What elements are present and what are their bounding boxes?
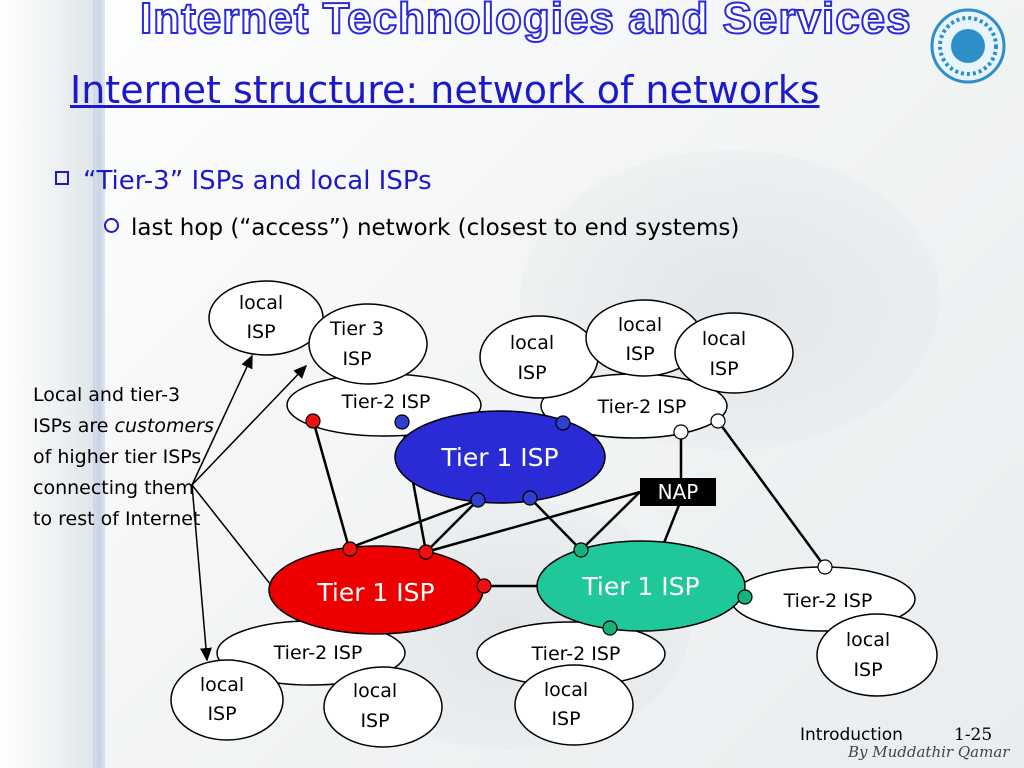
local-isp-mid-right-label-2: ISP [709, 358, 738, 380]
local-isp-right-bottom-label-2: ISP [853, 659, 882, 681]
sub-bullet-text: last hop (“access”) network (closest to … [131, 215, 740, 241]
local-isp-bottom-2-label-1: local [353, 680, 397, 702]
bullet-tier3: “Tier-3” ISPs and local ISPs [55, 166, 432, 196]
local-isp-bottom-1-label-2: ISP [207, 703, 236, 725]
square-bullet-icon [55, 170, 69, 185]
router-red-dot [305, 413, 321, 429]
local-isp-mid-center-node: local ISP [585, 299, 703, 377]
router-blue-dot [470, 492, 486, 508]
tier1-green-label: Tier 1 ISP [581, 572, 699, 601]
link [529, 497, 582, 551]
link [425, 490, 641, 554]
tier1-red-label: Tier 1 ISP [316, 578, 434, 607]
tier2-left-top-node: Tier-2 ISP [286, 373, 482, 437]
course-title: Internet Technologies and Services [139, 0, 912, 44]
router-red-dot [342, 541, 358, 557]
links [311, 419, 827, 588]
tier1-blue-label: Tier 1 ISP [440, 443, 558, 472]
router-white-dot [673, 424, 689, 440]
tier2-right-top-node: Tier-2 ISP [540, 373, 728, 439]
tier3-label-2: ISP [342, 348, 371, 370]
local-isp-bottom-2-label-2: ISP [360, 710, 389, 732]
local-isp-bottom-1-label-1: local [200, 674, 244, 696]
footer-section: Introduction [800, 725, 903, 745]
local-isp-right-bottom-label-1: local [846, 629, 890, 651]
tier1-red-node: Tier 1 ISP [268, 545, 484, 635]
note-line2: of higher tier ISPs connecting them to r… [33, 446, 202, 530]
local-isp-mid-center-label-1: local [618, 314, 662, 336]
tier2-left-bottom-label: Tier-2 ISP [273, 642, 363, 664]
note-emphasis: customers [114, 415, 214, 437]
link [311, 419, 351, 549]
nap-node: NAP [640, 478, 716, 506]
link [580, 491, 641, 551]
router-blue-dot [522, 490, 538, 506]
tier2-right-bottom-label: Tier-2 ISP [783, 590, 873, 612]
local-isp-mid-right-label-1: local [702, 328, 746, 350]
university-logo [930, 8, 1006, 84]
local-isp-bottom-3-label-1: local [544, 679, 588, 701]
router-green-dot [602, 620, 618, 636]
local-isp-top-node: local ISP [208, 280, 324, 356]
left-decor-bar [0, 0, 105, 768]
local-isp-top-label-1: local [239, 292, 283, 314]
link [716, 420, 827, 568]
link [348, 498, 479, 550]
tier3-label-1: Tier 3 [329, 318, 384, 340]
tier3-isp-node: Tier 3 ISP [308, 303, 428, 385]
arrow [191, 484, 212, 662]
footer-signature: By Muddathir Qamar [848, 743, 1010, 761]
local-isp-mid-right-node: local ISP [674, 312, 794, 394]
tier2-left-bottom-node: Tier-2 ISP [216, 620, 406, 686]
local-isp-bottom-3-node: local ISP [514, 664, 634, 746]
footer-page-number: 1-25 [954, 725, 993, 745]
router-red-dot [476, 578, 492, 594]
local-isp-bottom-1-node: local ISP [170, 659, 284, 741]
link [425, 499, 479, 553]
local-isp-mid-center-label-2: ISP [625, 343, 654, 365]
left-decor-line [93, 0, 105, 768]
local-isp-mid-left-label-2: ISP [517, 362, 546, 384]
local-isp-bottom-3-label-2: ISP [551, 708, 580, 730]
tier1-blue-node: Tier 1 ISP [394, 410, 606, 504]
router-green-dot [573, 542, 589, 558]
local-isp-top-label-2: ISP [246, 321, 275, 343]
bullet-text: “Tier-3” ISPs and local ISPs [83, 166, 432, 196]
router-white-dot [817, 559, 833, 575]
nap-label: NAP [658, 480, 699, 504]
tier2-right-top-label: Tier-2 ISP [597, 396, 687, 418]
customer-note: Local and tier-3 ISPs are customers of h… [33, 380, 218, 535]
router-blue-dot [555, 415, 571, 431]
slide-title: Internet structure: network of networks [70, 68, 820, 112]
router-white-dot [710, 413, 726, 429]
note-line1: Local and tier-3 ISPs are [33, 384, 181, 437]
local-isp-right-bottom-node: local ISP [816, 613, 938, 697]
routers [305, 413, 833, 636]
tier2-left-top-label: Tier-2 ISP [341, 391, 431, 413]
sub-bullet-access: last hop (“access”) network (closest to … [104, 215, 739, 241]
local-isp-bottom-2-node: local ISP [323, 666, 443, 748]
router-blue-dot [394, 414, 410, 430]
tier2-center-bottom-label: Tier-2 ISP [531, 643, 621, 665]
router-red-dot [418, 544, 434, 560]
arrow [191, 354, 253, 486]
local-isp-mid-left-label-1: local [510, 332, 554, 354]
arrow [191, 364, 308, 486]
tier2-center-bottom-node: Tier-2 ISP [476, 621, 666, 687]
router-green-dot [737, 589, 753, 605]
local-isp-mid-left-node: local ISP [479, 315, 599, 399]
circle-bullet-icon [104, 218, 119, 233]
tier1-green-node: Tier 1 ISP [536, 540, 746, 632]
